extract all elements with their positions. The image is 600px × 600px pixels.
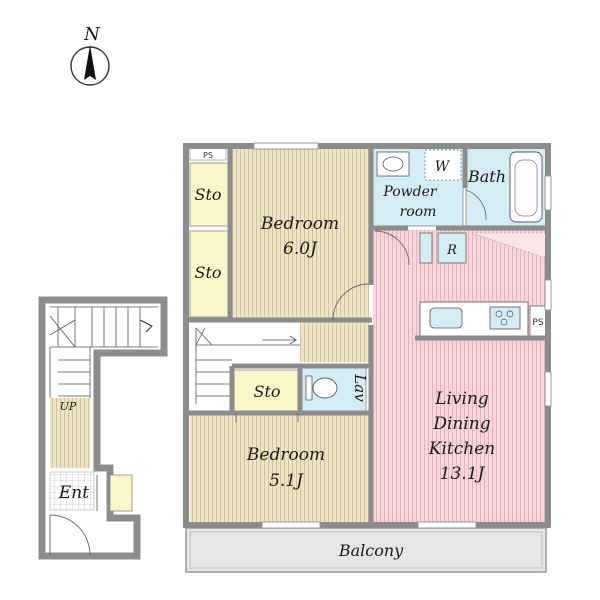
- storage-1: [189, 162, 231, 227]
- balcony-area: [185, 527, 547, 573]
- compass-arrow-icon: [84, 45, 96, 80]
- entrance-door-swing: [49, 514, 91, 556]
- stair-up-label: UP: [60, 400, 77, 413]
- bathtub-icon: [509, 151, 543, 223]
- storage-2: [189, 230, 231, 318]
- bedroom-2-floor: [190, 415, 370, 523]
- door-swings: [235, 230, 410, 422]
- bedroom-1-size: 6.0J: [283, 239, 318, 259]
- compass: N: [70, 24, 110, 86]
- compass-label: N: [83, 24, 101, 45]
- outer-walls: [183, 143, 551, 528]
- bedroom-2-size: 5.1J: [269, 471, 304, 491]
- bath-label: Bath: [467, 167, 506, 186]
- bedroom-1-name: Bedroom: [260, 214, 339, 234]
- bedroom-2-name: Bedroom: [246, 445, 325, 465]
- interior-walls: [186, 148, 548, 523]
- storage-1-label: Sto: [194, 185, 221, 204]
- storage-3: [233, 369, 299, 413]
- washer-space: [424, 149, 462, 181]
- ps-right-label: PS: [532, 318, 543, 328]
- stove-icon: [489, 306, 521, 330]
- ldk-line3: Kitchen: [428, 439, 495, 459]
- washer-label: W: [435, 159, 451, 175]
- main-unit: Balcony Sto Sto PS Bedroom 6.0J Sto: [183, 142, 552, 573]
- ldk-size: 13.1J: [440, 464, 486, 484]
- storage-2-label: Sto: [194, 263, 221, 282]
- powder-room-line2: room: [400, 204, 437, 220]
- ldk-line2: Dining: [432, 414, 490, 434]
- lavatory-label: Lav: [351, 373, 369, 402]
- entrance-label: Ent: [58, 483, 89, 503]
- refrigerator: [437, 232, 467, 264]
- stair-tower: UP Ent: [38, 296, 168, 560]
- toilet-icon: [312, 377, 338, 399]
- shoe-closet: [109, 474, 133, 512]
- fridge-label: R: [446, 243, 457, 258]
- windows: [253, 142, 552, 529]
- ps-top-label: PS: [203, 151, 213, 160]
- balcony-label: Balcony: [338, 541, 404, 560]
- hallway-floor: [300, 322, 369, 362]
- kitchen-storage: [471, 232, 547, 259]
- sink-icon: [376, 151, 410, 177]
- ldk-line1: Living: [434, 389, 489, 409]
- storage-3-label: Sto: [253, 382, 280, 401]
- kitchen-sink-icon: [429, 307, 463, 329]
- bedroom-1-floor: [230, 148, 369, 318]
- powder-room-line1: Powder: [382, 184, 438, 200]
